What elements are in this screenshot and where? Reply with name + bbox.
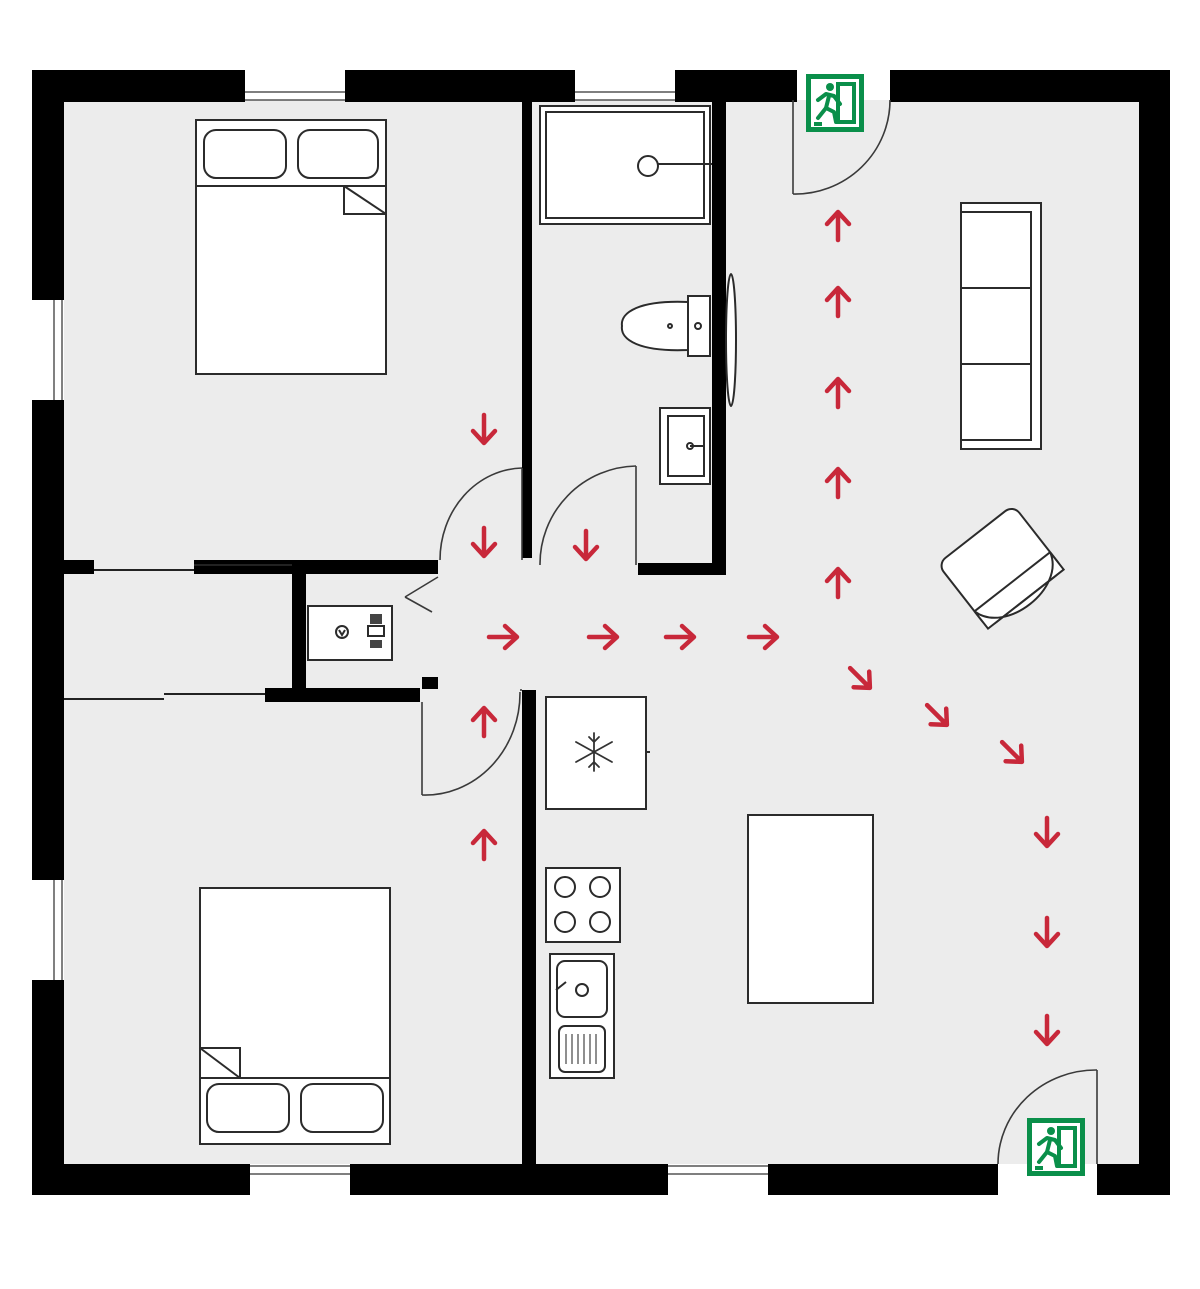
shower	[539, 105, 712, 225]
sofa	[960, 202, 1042, 450]
dining-table	[747, 814, 874, 1004]
outer-walls	[32, 70, 1170, 1195]
windows	[53, 91, 768, 1175]
kitchen-sink	[549, 953, 615, 1079]
snowflake-icon	[575, 732, 613, 772]
closet-sliding-doors	[64, 564, 292, 700]
bathroom-sink	[659, 407, 711, 485]
bed-top	[195, 119, 387, 375]
armchair	[940, 507, 1066, 631]
exit-sign-top-icon	[804, 72, 866, 134]
interior-walls	[64, 100, 726, 1164]
exit-sign-bottom-icon	[1025, 1116, 1087, 1178]
freezer	[545, 696, 650, 810]
stove	[545, 867, 621, 943]
towel-rail	[725, 273, 737, 407]
door-swings	[404, 99, 1098, 1165]
toilet	[620, 295, 711, 357]
bed-bottom	[199, 887, 391, 1145]
boiler	[307, 605, 393, 661]
